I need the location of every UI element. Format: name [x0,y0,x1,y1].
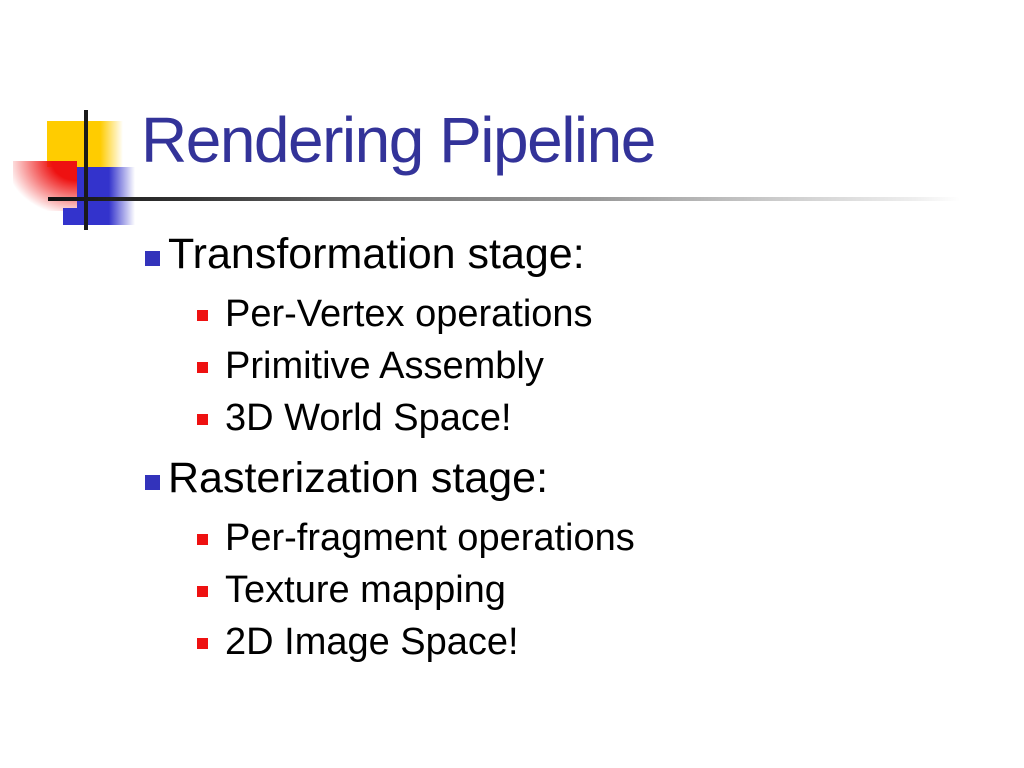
vertical-rule-icon [84,110,88,230]
red-square-bullet-icon [197,638,208,649]
list-item: Primitive Assembly [143,340,903,392]
bullet-text: 3D World Space! [225,397,512,439]
red-square-bullet-icon [197,534,208,545]
horizontal-rule-icon [48,197,960,201]
blue-square-bullet-icon [145,475,160,490]
bullet-text: 2D Image Space! [225,621,519,663]
red-square-bullet-icon [197,414,208,425]
red-square-bullet-icon [197,586,208,597]
bullet-text: Primitive Assembly [225,345,544,387]
bullet-text: Rasterization stage: [168,454,549,502]
list-item: Per-fragment operations [143,512,903,564]
slide-body: Transformation stage: Per-Vertex operatio… [143,220,903,668]
red-square-bullet-icon [197,310,208,321]
list-item: Rasterization stage: [143,450,903,506]
blue-square-small-icon [63,208,78,225]
list-item: Texture mapping [143,564,903,616]
blue-square-bullet-icon [145,251,160,266]
bullet-text: Per-Vertex operations [225,293,593,335]
red-square-bullet-icon [197,362,208,373]
bullet-text: Texture mapping [225,569,506,611]
bullet-text: Per-fragment operations [225,517,635,559]
list-item: 3D World Space! [143,392,903,444]
page-title: Rendering Pipeline [141,104,656,176]
bullet-list: Transformation stage: Per-Vertex operatio… [143,226,903,668]
list-item: Transformation stage: [143,226,903,282]
list-item: 2D Image Space! [143,616,903,668]
red-square-icon [13,161,77,211]
list-item: Per-Vertex operations [143,288,903,340]
bullet-text: Transformation stage: [168,230,585,278]
